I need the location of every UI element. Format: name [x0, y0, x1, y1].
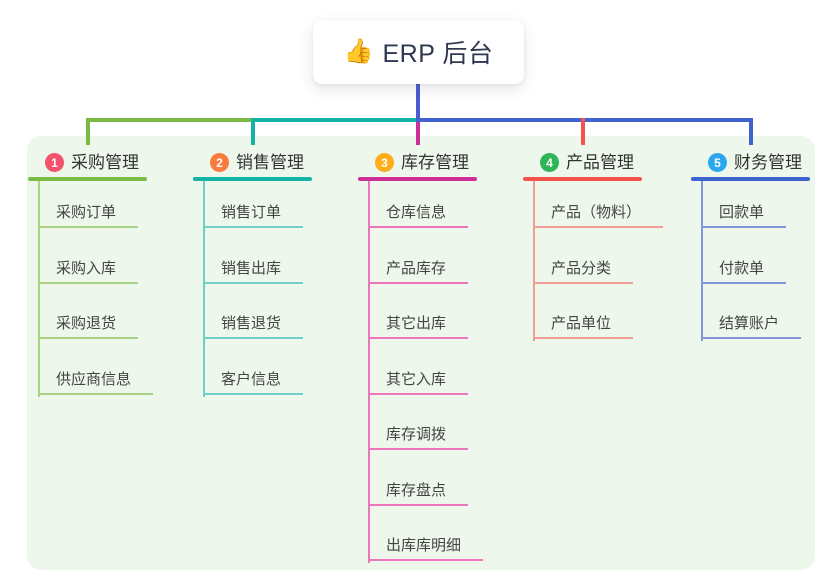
branch-number-badge: 5 [708, 153, 727, 172]
child-node[interactable]: 客户信息 [203, 360, 304, 395]
child-node[interactable]: 仓库信息 [368, 193, 469, 228]
child-node[interactable]: 付款单 [701, 249, 787, 284]
branch-number-badge: 2 [210, 153, 229, 172]
child-node[interactable]: 产品单位 [533, 304, 634, 339]
child-node[interactable]: 库存调拨 [368, 415, 469, 450]
branch-stub-line [749, 118, 753, 145]
branch-trunk-line [368, 181, 370, 563]
branch-number-badge: 1 [45, 153, 64, 172]
branch-trunk-line [533, 181, 535, 341]
branch-underline [691, 177, 810, 181]
child-node[interactable]: 结算账户 [701, 304, 802, 339]
root-node[interactable]: 👍 ERP 后台 [313, 20, 524, 84]
branch-title[interactable]: 销售管理 [236, 153, 304, 172]
branch-stub-line [86, 118, 90, 145]
child-node[interactable]: 产品（物料） [533, 193, 664, 228]
child-node[interactable]: 供应商信息 [38, 360, 154, 395]
branch-stub-line [251, 118, 255, 145]
root-connector-line [416, 84, 420, 122]
child-node[interactable]: 产品分类 [533, 249, 634, 284]
child-node[interactable]: 采购订单 [38, 193, 139, 228]
branch-underline [28, 177, 147, 181]
branch-trunk-line [38, 181, 40, 397]
branch-title[interactable]: 产品管理 [566, 153, 634, 172]
branch-trunk-line [203, 181, 205, 397]
thumbs-up-icon: 👍 [343, 38, 374, 65]
root-node-label: ERP 后台 [382, 40, 494, 68]
child-node[interactable]: 出库库明细 [368, 526, 484, 561]
branch-stub-line [416, 122, 420, 145]
branch-underline [523, 177, 642, 181]
branch-underline [193, 177, 312, 181]
branch-stub-line [581, 118, 585, 145]
child-node[interactable]: 采购入库 [38, 249, 139, 284]
bus-segment-green [86, 118, 255, 122]
branch-underline [358, 177, 477, 181]
child-node[interactable]: 其它出库 [368, 304, 469, 339]
bus-segment-teal [251, 118, 420, 122]
child-node[interactable]: 销售退货 [203, 304, 304, 339]
branch-trunk-line [701, 181, 703, 341]
branch-title[interactable]: 财务管理 [734, 153, 802, 172]
child-node[interactable]: 其它入库 [368, 360, 469, 395]
branches-panel [27, 136, 815, 570]
child-node[interactable]: 销售出库 [203, 249, 304, 284]
branch-number-badge: 3 [375, 153, 394, 172]
child-node[interactable]: 产品库存 [368, 249, 469, 284]
branch-number-badge: 4 [540, 153, 559, 172]
branch-title[interactable]: 库存管理 [401, 153, 469, 172]
child-node[interactable]: 销售订单 [203, 193, 304, 228]
branch-title[interactable]: 采购管理 [71, 153, 139, 172]
child-node[interactable]: 回款单 [701, 193, 787, 228]
child-node[interactable]: 采购退货 [38, 304, 139, 339]
child-node[interactable]: 库存盘点 [368, 471, 469, 506]
